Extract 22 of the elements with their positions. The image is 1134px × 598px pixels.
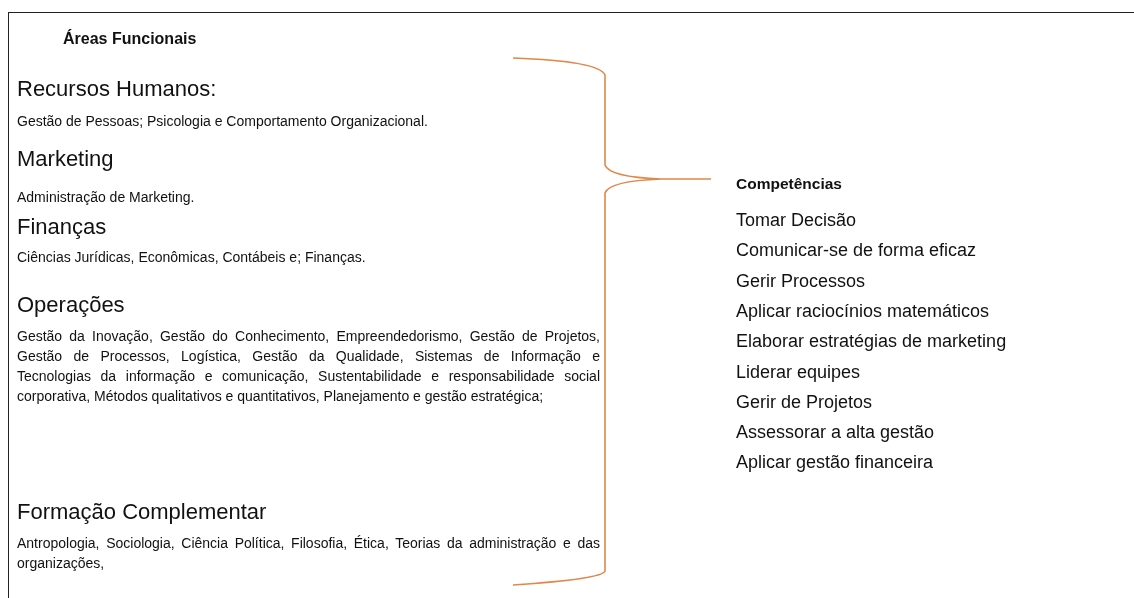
area-title: Recursos Humanos: <box>17 76 217 102</box>
area-title: Operações <box>17 292 125 318</box>
competency-item: Liderar equipes <box>736 361 861 383</box>
area-title: Finanças <box>17 214 107 240</box>
competency-item: Aplicar gestão financeira <box>736 452 934 474</box>
competency-item: Assessorar a alta gestão <box>736 422 935 444</box>
section-heading: Áreas Funcionais <box>63 30 197 48</box>
area-title: Marketing <box>17 146 114 172</box>
area-description: Ciências Jurídicas, Econômicas, Contábeis e; Finanças. <box>17 248 367 267</box>
area-description: Gestão da Inovação, Gestão do Conhecimento, Empreendedorismo, Gestão de Projetos, Gestão de Processos, Logística, Gestão da Qualidade, Sistemas de Informação e Tecnologias da informação e comunicação, Sustentabilidade e responsabilidade social corporativa, Métodos qualitativos e quantitativos, Planejamento e gestão estratégica; <box>17 327 600 406</box>
competency-item: Aplicar raciocínios matemáticos <box>736 300 990 322</box>
area-description: Administração de Marketing. <box>17 188 196 207</box>
competency-item: Gerir Processos <box>736 270 866 292</box>
area-description: Gestão de Pessoas; Psicologia e Comportamento Organizacional. <box>17 112 429 131</box>
competency-item: Gerir de Projetos <box>736 391 873 413</box>
competency-item: Elaborar estratégias de marketing <box>736 331 1007 353</box>
section-heading: Competências <box>736 175 842 193</box>
competency-item: Comunicar-se de forma eficaz <box>736 240 977 262</box>
area-title: Formação Complementar <box>17 499 267 525</box>
area-description: Antropologia, Sociologia, Ciência Política, Filosofia, Ética, Teorias da administração e das organizações, <box>17 534 600 573</box>
frame-border <box>8 12 1134 598</box>
competency-item: Tomar Decisão <box>736 210 857 231</box>
